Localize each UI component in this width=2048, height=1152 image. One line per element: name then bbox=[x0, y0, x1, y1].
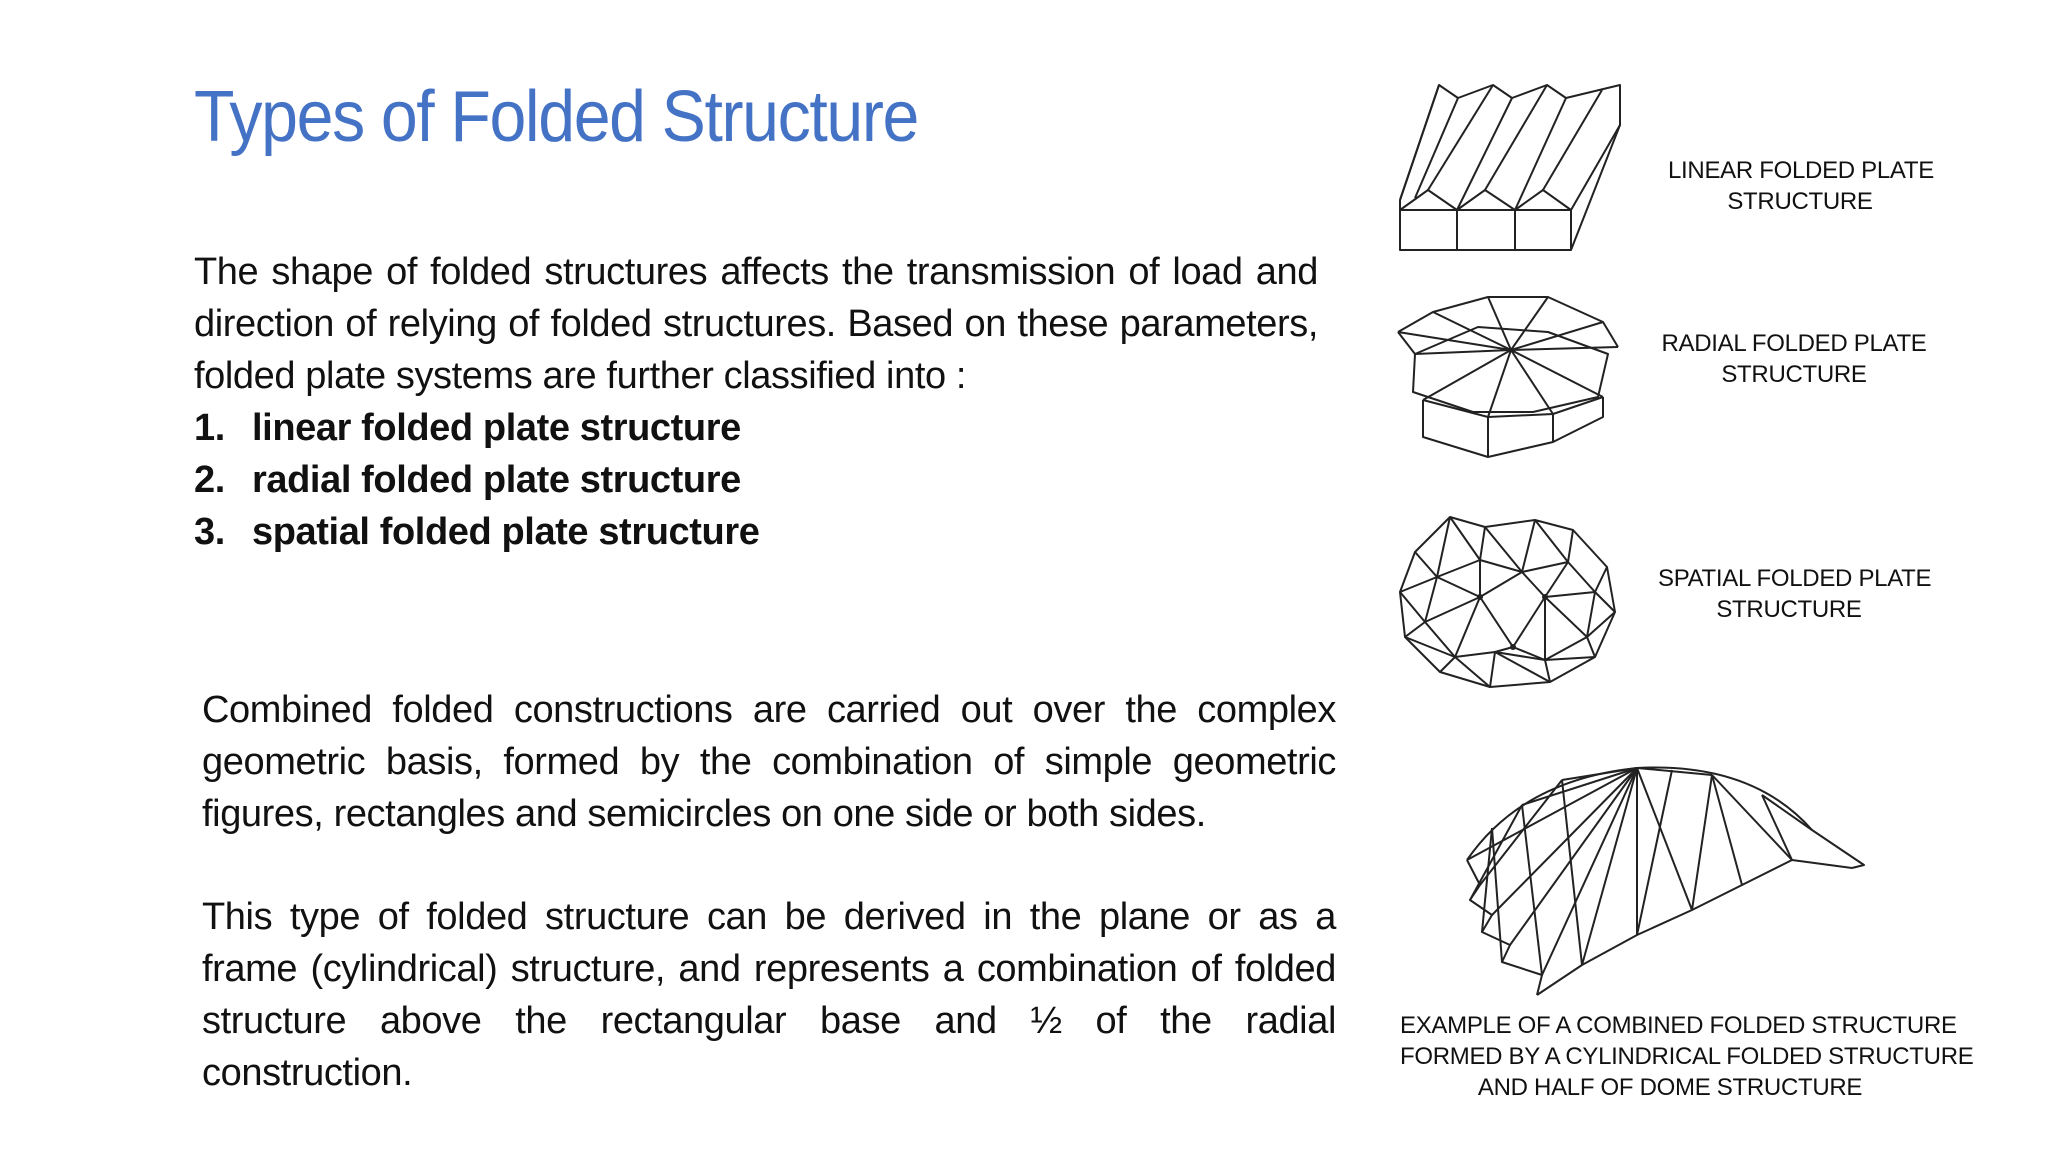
combined-paragraph: Combined folded constructions are carrie… bbox=[202, 689, 1336, 835]
caption-line: STRUCTURE bbox=[1727, 188, 1873, 215]
caption-line: AND HALF OF DOME STRUCTURE bbox=[1477, 1074, 1863, 1101]
caption-line: EXAMPLE OF A COMBINED FOLDED STRUCTURE bbox=[1400, 1012, 1957, 1039]
caption-line: SPATIAL FOLDED PLATE bbox=[1658, 565, 1932, 592]
caption-line: STRUCTURE bbox=[1716, 596, 1862, 623]
list-number: 1. bbox=[194, 407, 225, 449]
list-number: 3. bbox=[194, 511, 225, 553]
list-text: linear folded plate structure bbox=[252, 407, 741, 449]
list-item: 1. linear folded plate structure bbox=[194, 402, 759, 454]
caption-line: STRUCTURE bbox=[1721, 361, 1867, 388]
list-item: 2. radial folded plate structure bbox=[194, 454, 759, 506]
combined-folded-structure-figure bbox=[1466, 766, 1865, 996]
caption-line: LINEAR FOLDED PLATE bbox=[1668, 157, 1934, 184]
caption-line: FORMED BY A CYLINDRICAL FOLDED STRUCTURE bbox=[1400, 1043, 1974, 1070]
spatial-folded-plate-figure bbox=[1399, 516, 1616, 688]
slide-title: Types of Folded Structure bbox=[194, 77, 919, 157]
list-text: spatial folded plate structure bbox=[252, 511, 760, 553]
radial-caption: RADIAL FOLDED PLATE STRUCTURE bbox=[1660, 328, 1928, 390]
linear-caption: LINEAR FOLDED PLATE STRUCTURE bbox=[1668, 155, 1934, 217]
combined-caption: EXAMPLE OF A COMBINED FOLDED STRUCTURE F… bbox=[1400, 1010, 1974, 1103]
list-item: 3. spatial folded plate structure bbox=[194, 506, 760, 558]
frame-paragraph: This type of folded structure can be der… bbox=[202, 896, 1336, 1094]
classification-list: 1. linear folded plate structure 2. radial… bbox=[194, 402, 760, 558]
list-text: radial folded plate structure bbox=[252, 459, 741, 501]
radial-folded-plate-figure bbox=[1397, 296, 1619, 458]
intro-paragraph: The shape of folded structures affects t… bbox=[194, 251, 1318, 397]
spatial-caption: SPATIAL FOLDED PLATE STRUCTURE bbox=[1658, 563, 1932, 625]
caption-line: RADIAL FOLDED PLATE bbox=[1661, 330, 1927, 357]
list-number: 2. bbox=[194, 459, 225, 501]
linear-folded-plate-figure bbox=[1399, 84, 1621, 251]
